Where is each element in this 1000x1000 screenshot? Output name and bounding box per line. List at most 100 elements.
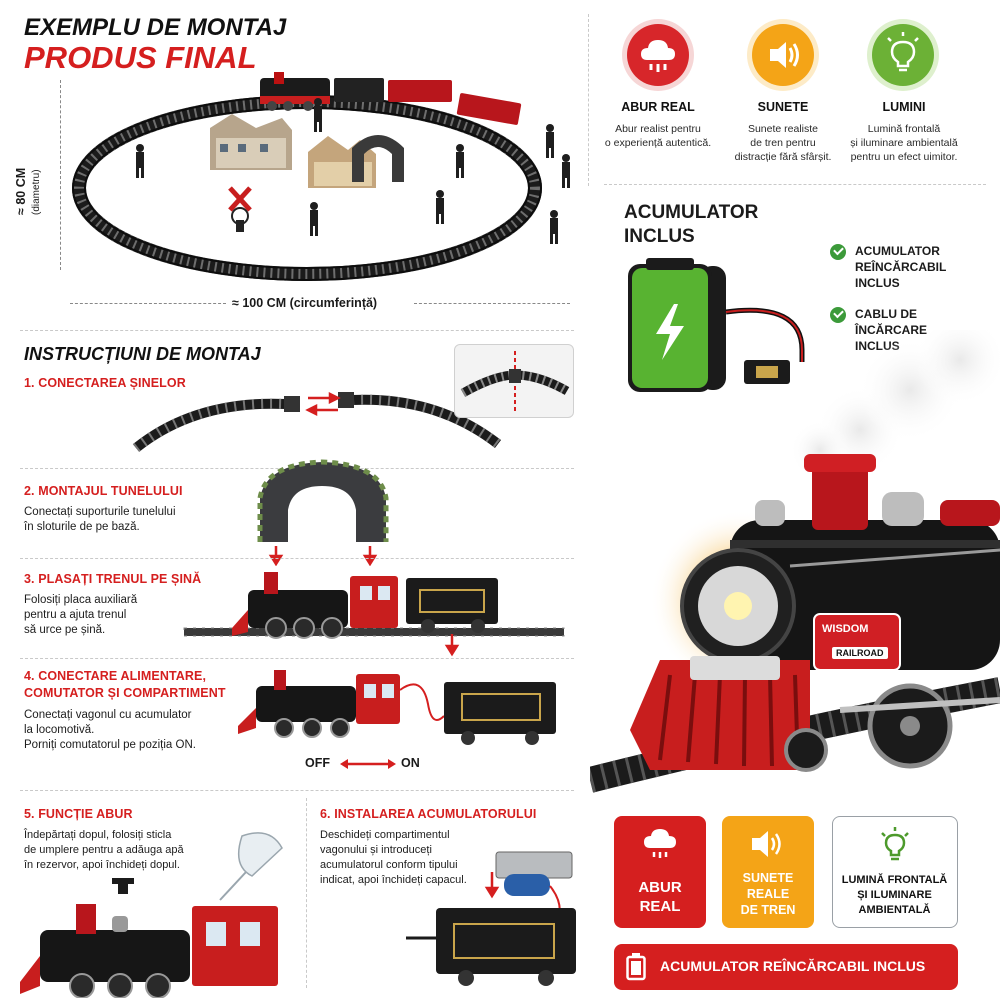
steam-smoke-icon [790,330,1000,480]
example-subtitle: PRODUS FINAL [24,40,257,75]
steam-fill-illustration [20,832,283,998]
check-label-line: ACUMULATOR [855,244,940,258]
step-4-text-line: la locomotivă. [24,724,95,736]
instructions-title: INSTRUCȚIUNI DE MONTAJ [24,344,261,364]
feature-light-text-line: Lumină frontală [867,123,941,135]
feature-light-text: Lumină frontală și iluminare ambientală … [834,122,974,164]
step-5-text-line: de umplere pentru a adăuga apă [24,844,184,856]
feature-light-title: LUMINI [882,100,926,114]
check-battery-included: ACUMULATOR REÎNCĂRCABIL INCLUS [830,243,975,291]
step-3-text-line: să urce pe șină. [24,624,106,636]
train-on-rail-illustration [183,572,565,657]
connect-arrows-icon [305,391,341,417]
width-dimension-line-left [70,303,226,304]
houses-scenery-icon [210,114,376,188]
step-4-title-line1: 4. CONECTARE ALIMENTARE, [24,669,207,683]
track-layout-illustration [72,72,570,281]
step-2-text: Conectați suporturile tunelului în slotu… [24,505,176,535]
example-title: EXEMPLU DE MONTAJ [24,14,287,41]
light-bulb-icon [881,827,909,861]
feature-light-text-line: pentru un efect uimitor. [850,151,958,163]
step-6-title: 6. INSTALAREA ACUMULATORULUI [320,807,537,821]
lightning-bolt-icon [656,304,684,360]
step-4-title-line2: COMUTATOR ȘI COMPARTIMENT [24,686,226,700]
battery-pack-icon [495,851,573,896]
step-6-text-line: Deschideți compartimentul [320,829,450,841]
step-4-text: Conectați vagonul cu acumulator la locom… [24,708,196,753]
feature-sound-text-line: distracție fără sfârșit. [734,151,832,163]
step-1-title: 1. CONECTAREA ȘINELOR [24,376,186,390]
feature-sound-text-line: de tren pentru [750,137,816,149]
steam-cloud-icon [644,829,676,858]
step-2-text-line: Conectați suporturile tunelului [24,506,176,518]
check-label-line: INCLUS [855,276,900,290]
check-label-line: CABLU DE [855,307,917,321]
badge-sound: SUNETE REALE DE TREN [722,816,814,928]
battery-illustration [628,258,805,392]
tunnel-scenery-icon [352,135,404,182]
check-icon [830,307,846,323]
track-joint-detail-box [454,344,574,418]
battery-title-line1: ACUMULATOR [624,202,759,223]
locomotive-plate-sub: RAILROAD [832,647,888,659]
section-divider-5 [20,790,574,791]
step-3-title: 3. PLASAȚI TRENUL PE ȘINĂ [24,572,202,586]
filling-bottle-icon [219,832,283,901]
check-label: ACUMULATOR REÎNCĂRCABIL INCLUS [855,243,975,291]
step-4-text-line: Conectați vagonul cu acumulator [24,709,192,721]
step-5-title: 5. FUNCȚIE ABUR [24,807,133,821]
steam-cloud-icon [641,40,675,72]
battery-bar-label: ACUMULATOR REÎNCĂRCABIL INCLUS [660,958,926,974]
light-bulb-icon [887,32,919,72]
locomotive-icon [232,572,398,639]
step-2-title: 2. MONTAJUL TUNELULUI [24,484,183,498]
feature-steam-text-line: o experiență autentică. [604,137,712,149]
speaker-icon [770,42,799,68]
locomotive-plate-brand: WISDOM [822,623,869,635]
step-5-text-line: Îndepărtați dopul, folosiți sticla [24,829,172,841]
section-divider-1 [20,330,574,331]
badge-steam-line: ABUR [638,879,682,896]
train-on-track-icon [260,72,522,125]
feature-sound-text-line: Sunete realiste [747,123,819,135]
badge-light-line: ȘI ILUMINARE [857,889,932,901]
width-dimension-label: ≈ 100 CM (circumferință) [232,296,378,310]
locomotive-icon [20,904,278,998]
column-divider [588,14,589,186]
feature-steam-title: ABUR REAL [621,100,695,114]
locomotive-icon [238,670,400,738]
feature-steam-text: Abur realist pentru o experiență autenti… [588,122,728,150]
check-label-line: ÎNCĂRCARE [855,323,927,337]
feature-sound-title: SUNETE [757,100,809,114]
badge-sound-label: SUNETE REALE DE TREN [722,870,814,918]
height-dimension-line [60,80,61,270]
badge-sound-line: DE TREN [740,903,796,917]
step-3-text: Folosiți placa auxiliară pentru a ajuta … [24,593,137,638]
arrow-down-icon [444,634,460,657]
badge-light-label: LUMINĂ FRONTALĂ ȘI ILUMINARE AMBIENTALĂ [833,873,956,918]
section-divider-3 [20,558,574,559]
section-divider-right [604,184,986,185]
badge-steam-label: ABUR REAL [614,878,706,916]
feature-light-text-line: și iluminare ambientală [850,137,958,149]
tunnel-illustration [257,459,389,566]
steam-feature-circle [627,24,689,86]
step-5-text: Îndepărtați dopul, folosiți sticla de um… [24,828,184,873]
badge-sound-line: SUNETE [742,871,794,885]
step-6-text-line: acumulatorul conform tipului [320,859,458,871]
tender-car-icon [406,578,498,633]
check-label-line: REÎNCĂRCABIL [855,260,947,274]
switch-on-label: ON [401,756,420,770]
step-3-text-line: Folosiți placa auxiliară [24,594,138,606]
power-connection-illustration [238,670,556,745]
step-3-text-line: pentru a ajuta trenul [24,609,127,621]
switch-off-label: OFF [305,756,330,770]
battery-title-line2: INCLUS [624,226,695,247]
track-connection-illustration [132,391,502,452]
step-6-text-line: vagonului și introduceți [320,844,432,856]
badge-steam: ABUR REAL [614,816,706,928]
switch-arrow-icon [340,759,396,769]
step-6-text: Deschideți compartimentul vagonului și i… [320,828,467,888]
badge-light-line: LUMINĂ FRONTALĂ [841,874,948,886]
height-label: ≈ 80 CM [14,167,28,215]
